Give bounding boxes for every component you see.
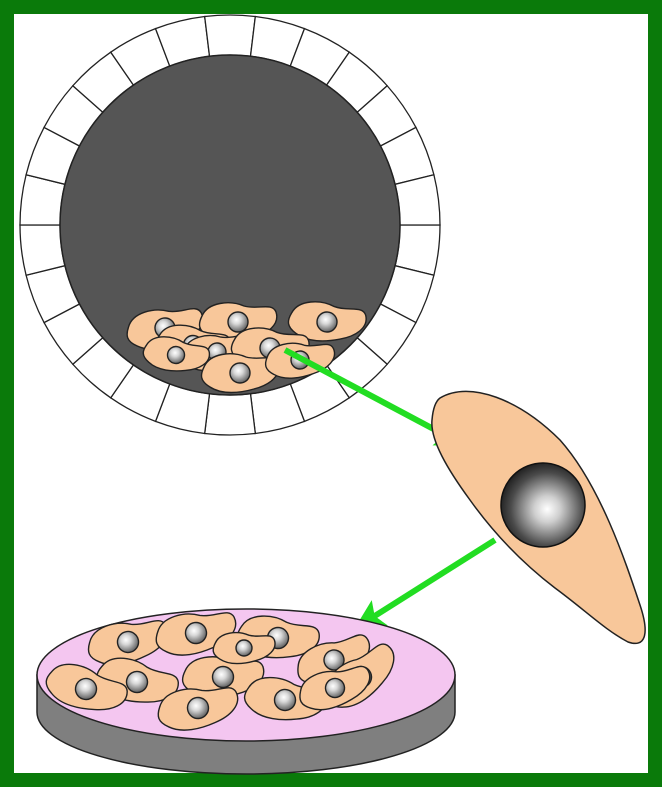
trophoblast-cell <box>205 15 256 56</box>
blastocyst <box>20 15 440 435</box>
cell-nucleus <box>236 640 252 656</box>
trophoblast-cell <box>20 225 65 275</box>
isolated-cell-nucleus <box>501 463 585 547</box>
cell-nucleus <box>213 667 234 688</box>
trophoblast-cell <box>395 175 440 225</box>
trophoblast-cell <box>205 394 256 435</box>
cell-nucleus <box>228 312 248 332</box>
cell-nucleus <box>230 363 250 383</box>
culture-dish <box>37 607 455 774</box>
